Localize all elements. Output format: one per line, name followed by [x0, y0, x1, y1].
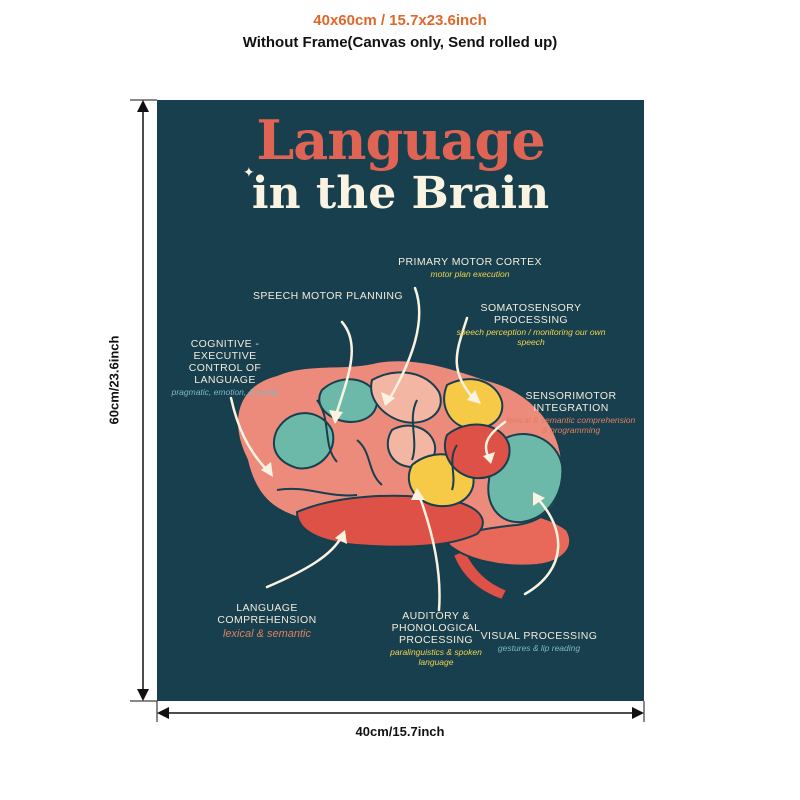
label-sub: motor plan execution	[430, 269, 510, 280]
label-title: PRIMARY MOTOR CORTEX	[398, 256, 542, 268]
label-visual-processing: VISUAL PROCESSING gestures & lip reading	[479, 630, 599, 654]
label-title: SPEECH MOTOR PLANNING	[253, 290, 403, 302]
poster-title-line2: in the Brain	[251, 168, 550, 219]
label-sub: speech perception / monitoring our own s…	[456, 327, 606, 347]
sparkle-icon: ✦	[243, 164, 255, 180]
label-sub: paralinguistics & spoken language	[390, 647, 482, 667]
label-title: LANGUAGE COMPREHENSION	[217, 602, 317, 627]
label-auditory-phonological: AUDITORY & PHONOLOGICAL PROCESSING paral…	[381, 610, 491, 668]
label-sub: pragmatic, emotion, & social	[171, 387, 279, 398]
label-title: COGNITIVE - EXECUTIVE CONTROL OF LANGUAG…	[188, 338, 262, 387]
size-title: 40x60cm / 15.7x23.6inch	[313, 12, 487, 29]
label-sub: lexical & semantic comprehension & progr…	[506, 415, 636, 435]
label-sub: lexical & semantic	[222, 628, 312, 641]
label-title: SENSORIMOTOR INTEGRATION	[525, 390, 617, 415]
label-somatosensory: SOMATOSENSORY PROCESSING speech percepti…	[451, 302, 611, 348]
label-title: VISUAL PROCESSING	[480, 630, 598, 642]
height-label: 60cm/23.6inch	[106, 335, 122, 425]
frame-note: Without Frame(Canvas only, Send rolled u…	[242, 34, 558, 51]
poster: Language in the Brain ✦	[157, 100, 644, 701]
label-title: AUDITORY & PHONOLOGICAL PROCESSING	[391, 610, 481, 647]
label-cognitive-executive: COGNITIVE - EXECUTIVE CONTROL OF LANGUAG…	[165, 338, 285, 398]
label-language-comprehension: LANGUAGE COMPREHENSION lexical & semanti…	[197, 602, 337, 641]
label-sub: gestures & lip reading	[497, 643, 581, 654]
label-primary-motor-cortex: PRIMARY MOTOR CORTEX motor plan executio…	[385, 256, 555, 280]
width-label: 40cm/15.7inch	[355, 724, 445, 739]
label-speech-motor-planning: SPEECH MOTOR PLANNING	[253, 290, 403, 302]
label-title: SOMATOSENSORY PROCESSING	[480, 302, 582, 327]
brain-illustration	[229, 286, 572, 612]
label-sensorimotor: SENSORIMOTOR INTEGRATION lexical & seman…	[505, 390, 637, 436]
poster-title-line1: Language	[256, 108, 545, 172]
